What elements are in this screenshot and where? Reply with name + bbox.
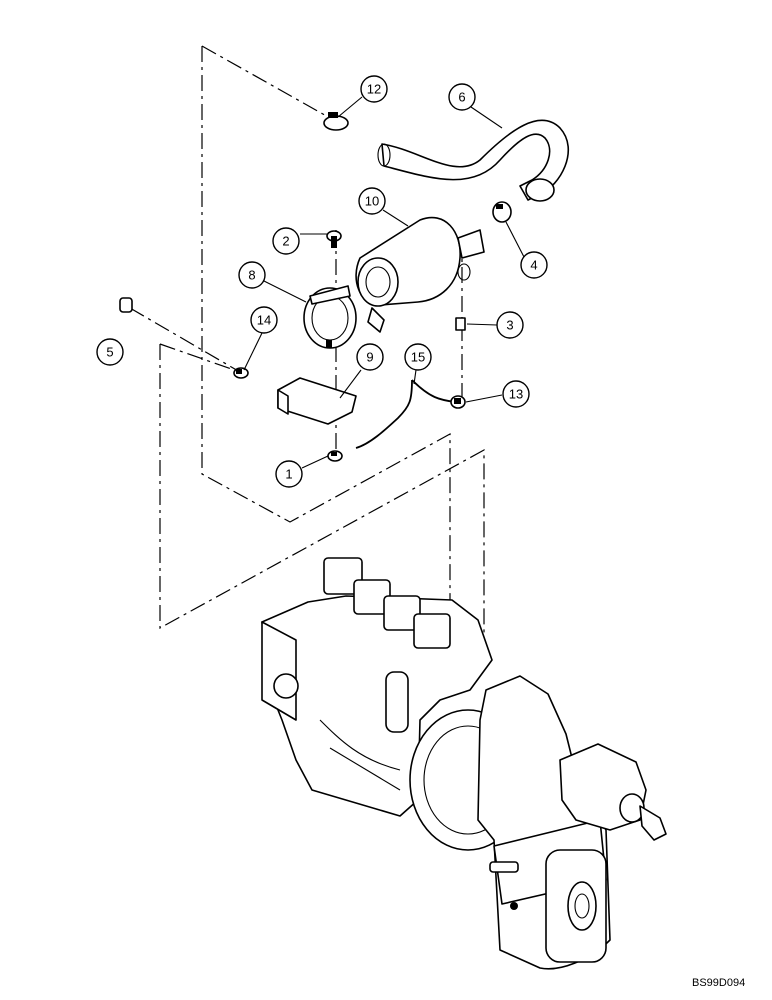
callout-8: 8 [238, 261, 266, 289]
hose-clamp-4 [492, 201, 512, 223]
svg-text:9: 9 [366, 350, 373, 365]
svg-text:8: 8 [248, 268, 255, 283]
callout-6: 6 [448, 83, 476, 111]
svg-text:1: 1 [285, 467, 292, 482]
callout-14: 14 [250, 306, 278, 334]
svg-text:10: 10 [365, 194, 379, 209]
svg-text:6: 6 [458, 90, 465, 105]
figure-reference-code: BS99D094 [692, 977, 745, 989]
leader-lines [243, 96, 525, 469]
nut-3 [455, 317, 466, 331]
engine-assembly [261, 557, 667, 970]
callout-4: 4 [520, 251, 548, 279]
sleeve-5 [119, 297, 133, 313]
svg-text:13: 13 [509, 387, 523, 402]
svg-text:2: 2 [282, 234, 289, 249]
callout-13: 13 [502, 380, 530, 408]
callout-9: 9 [356, 343, 384, 371]
fitting-13 [450, 395, 466, 409]
callout-5: 5 [96, 338, 124, 366]
svg-text:12: 12 [367, 82, 381, 97]
callout-12: 12 [360, 75, 388, 103]
callout-10: 10 [358, 187, 386, 215]
mounting-band [303, 285, 357, 349]
svg-text:4: 4 [530, 258, 537, 273]
callout-1: 1 [275, 460, 303, 488]
callout-2: 2 [272, 227, 300, 255]
svg-text:15: 15 [411, 350, 425, 365]
air-intake-hose [377, 119, 570, 202]
svg-text:3: 3 [506, 318, 513, 333]
callout-3: 3 [496, 311, 524, 339]
svg-text:5: 5 [106, 345, 113, 360]
air-cleaner [355, 216, 485, 333]
svg-text:14: 14 [257, 313, 271, 328]
nut-14 [233, 367, 249, 379]
nut-1 [327, 450, 343, 462]
support-bracket [277, 377, 357, 425]
callout-15: 15 [404, 343, 432, 371]
bolt-2 [326, 230, 342, 248]
hose-clamp-12 [323, 112, 349, 131]
indicator-tube [355, 379, 456, 449]
